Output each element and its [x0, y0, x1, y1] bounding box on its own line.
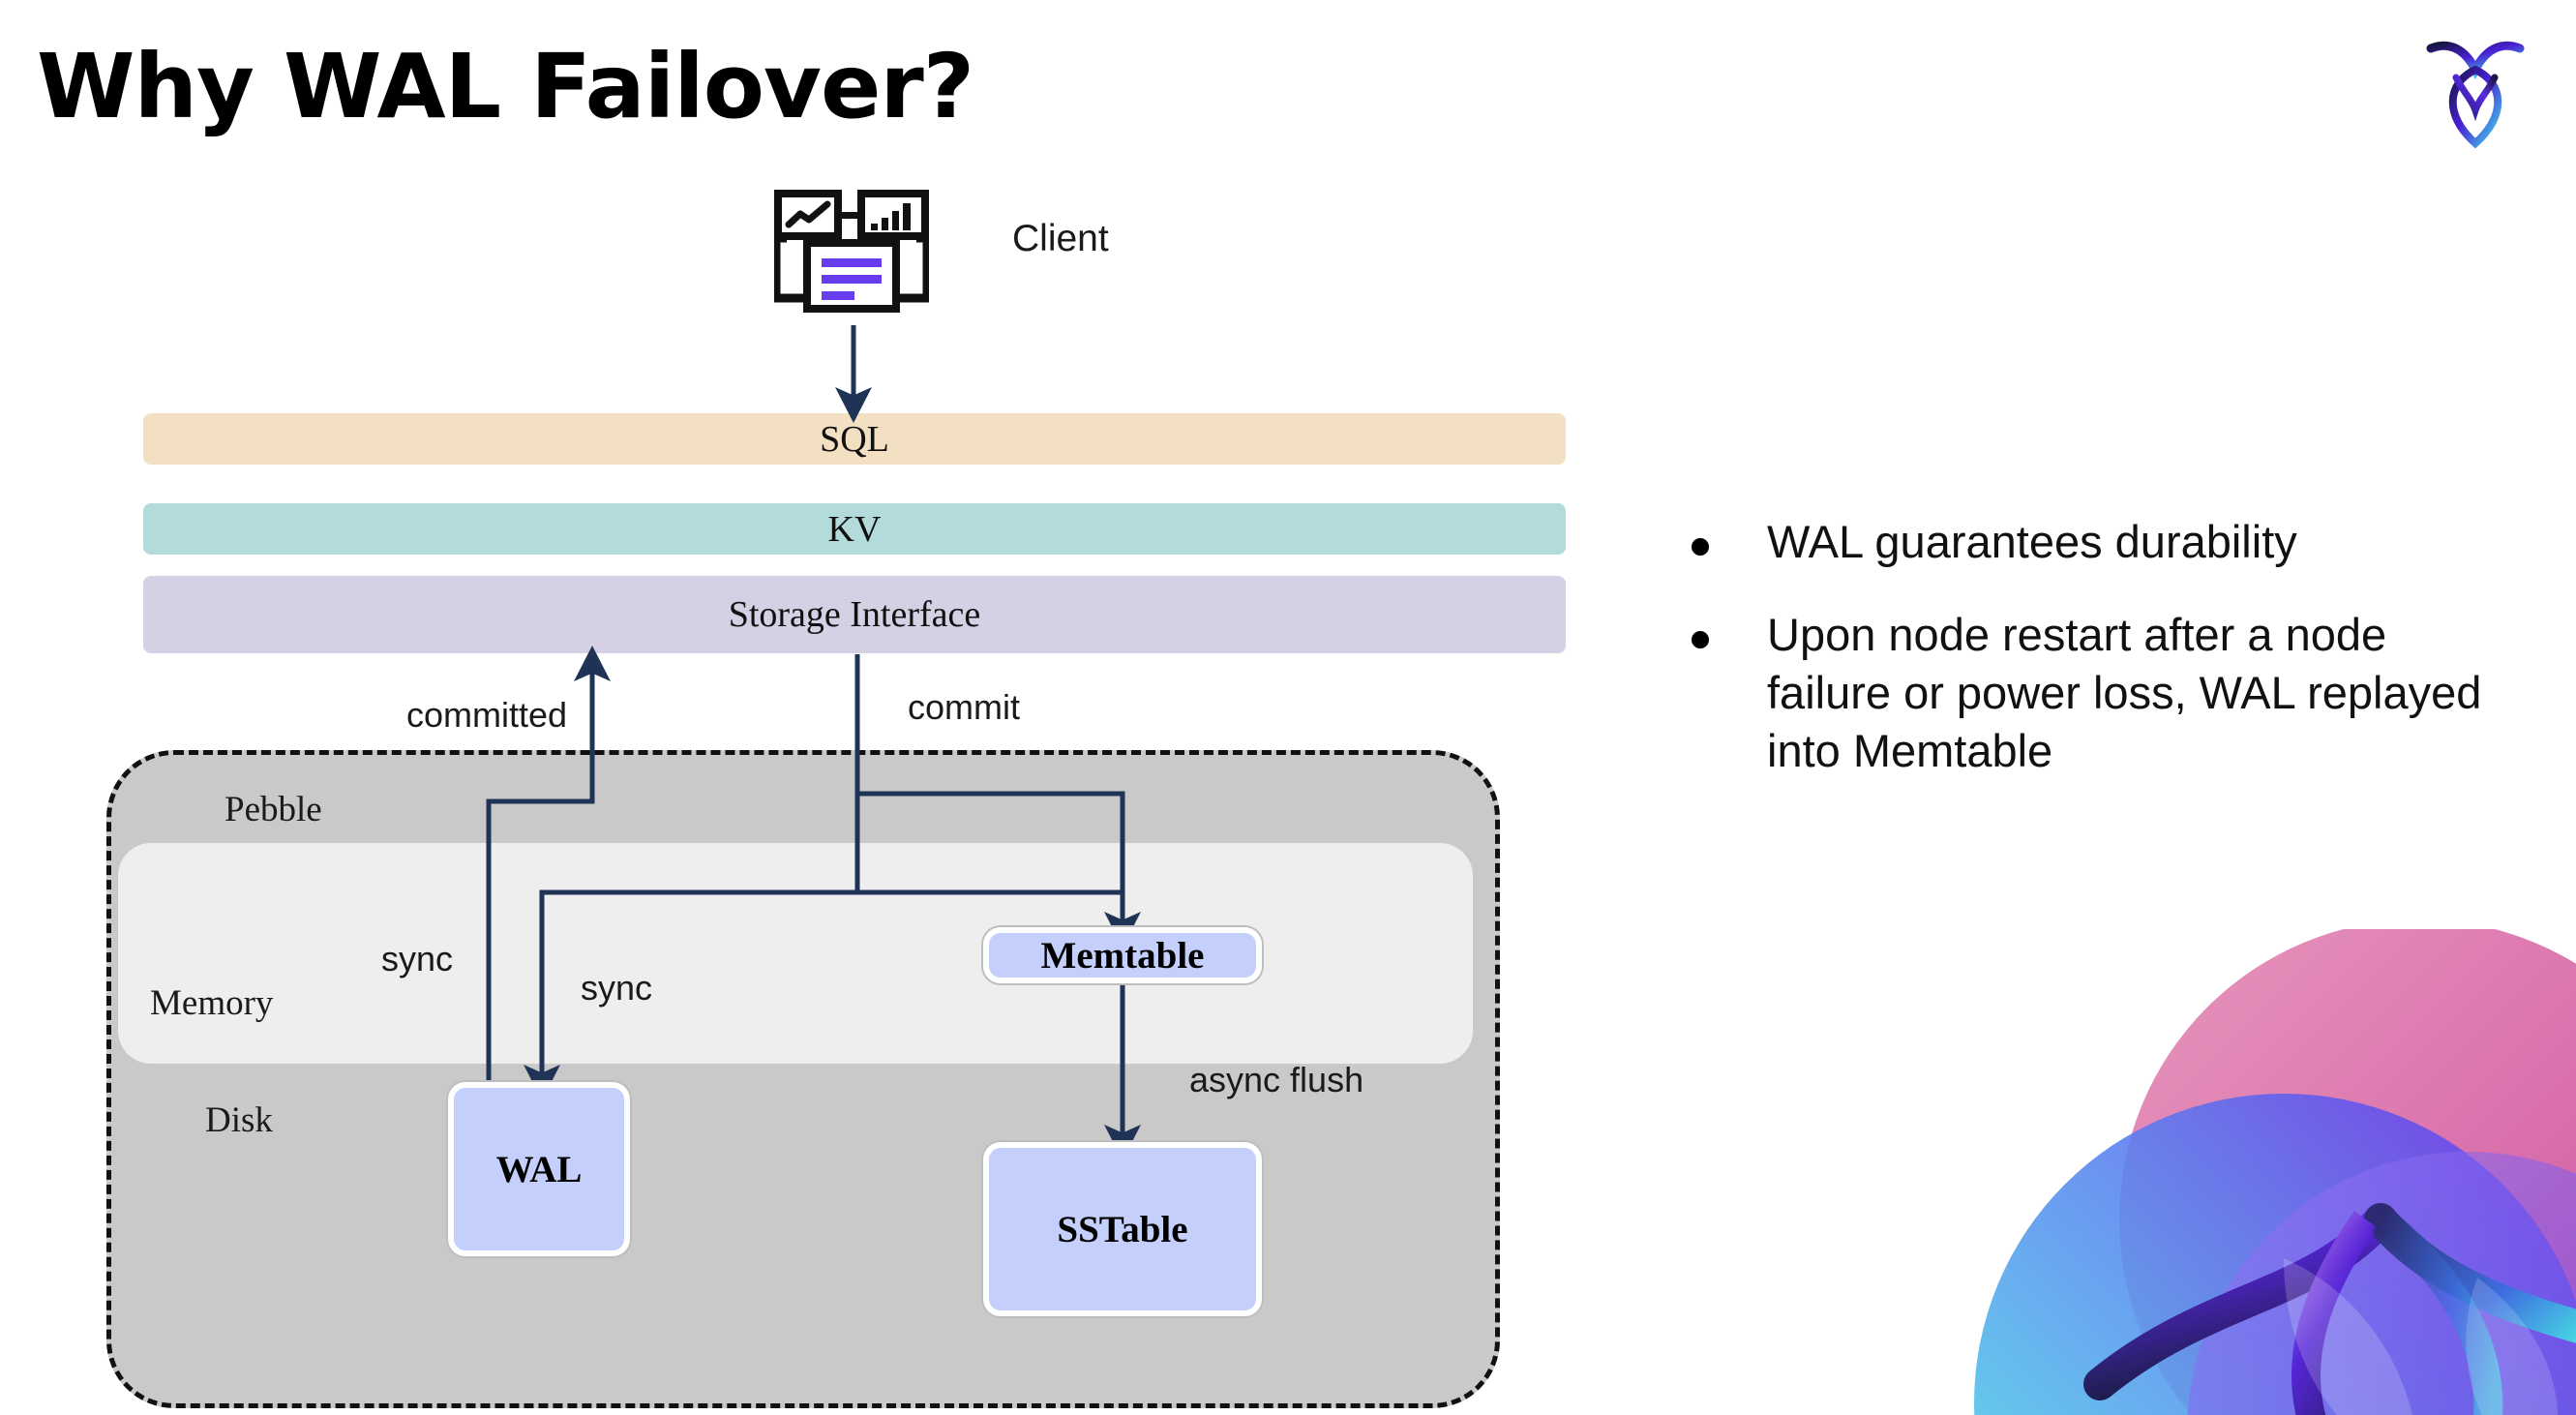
bullet-text: Upon node restart after a node failure o…	[1767, 609, 2482, 777]
cockroachdb-corner-artwork	[1974, 929, 2576, 1415]
edge-label-sync-down: sync	[581, 968, 653, 1008]
client-dashboard-icon	[774, 190, 929, 313]
bullet-dot-icon	[1692, 631, 1709, 649]
layer-bar-sql-label: SQL	[820, 418, 889, 460]
node-sstable[interactable]: SSTable	[983, 1142, 1262, 1316]
layer-bar-storage-interface[interactable]: Storage Interface	[143, 576, 1566, 653]
pebble-region-label: Pebble	[225, 790, 322, 829]
memory-region	[118, 843, 1473, 1064]
list-item: Upon node restart after a node failure o…	[1692, 606, 2514, 780]
edge-label-committed: committed	[406, 695, 568, 735]
memory-region-label: Memory	[150, 983, 274, 1023]
cockroachdb-logo	[2426, 41, 2525, 149]
bullet-text: WAL guarantees durability	[1767, 516, 2297, 567]
layer-bar-kv[interactable]: KV	[143, 503, 1566, 555]
node-memtable[interactable]: Memtable	[983, 927, 1262, 983]
node-memtable-label: Memtable	[1040, 934, 1205, 977]
disk-region-label: Disk	[205, 1100, 273, 1140]
page-title: Why WAL Failover?	[37, 35, 974, 138]
layer-bar-kv-label: KV	[827, 508, 882, 550]
edge-label-commit: commit	[908, 687, 1020, 727]
edge-label-sync-up: sync	[381, 939, 454, 978]
layer-bar-sql[interactable]: SQL	[143, 413, 1566, 465]
bullet-list: WAL guarantees durability Upon node rest…	[1692, 513, 2514, 816]
list-item: WAL guarantees durability	[1692, 513, 2514, 571]
client-label: Client	[1012, 218, 1109, 259]
edge-label-async-flush: async flush	[1189, 1060, 1364, 1099]
bullet-dot-icon	[1692, 538, 1709, 556]
node-sstable-label: SSTable	[1057, 1208, 1188, 1250]
layer-bar-storage-interface-label: Storage Interface	[728, 594, 981, 635]
node-wal[interactable]: WAL	[448, 1082, 630, 1256]
node-wal-label: WAL	[495, 1148, 583, 1190]
